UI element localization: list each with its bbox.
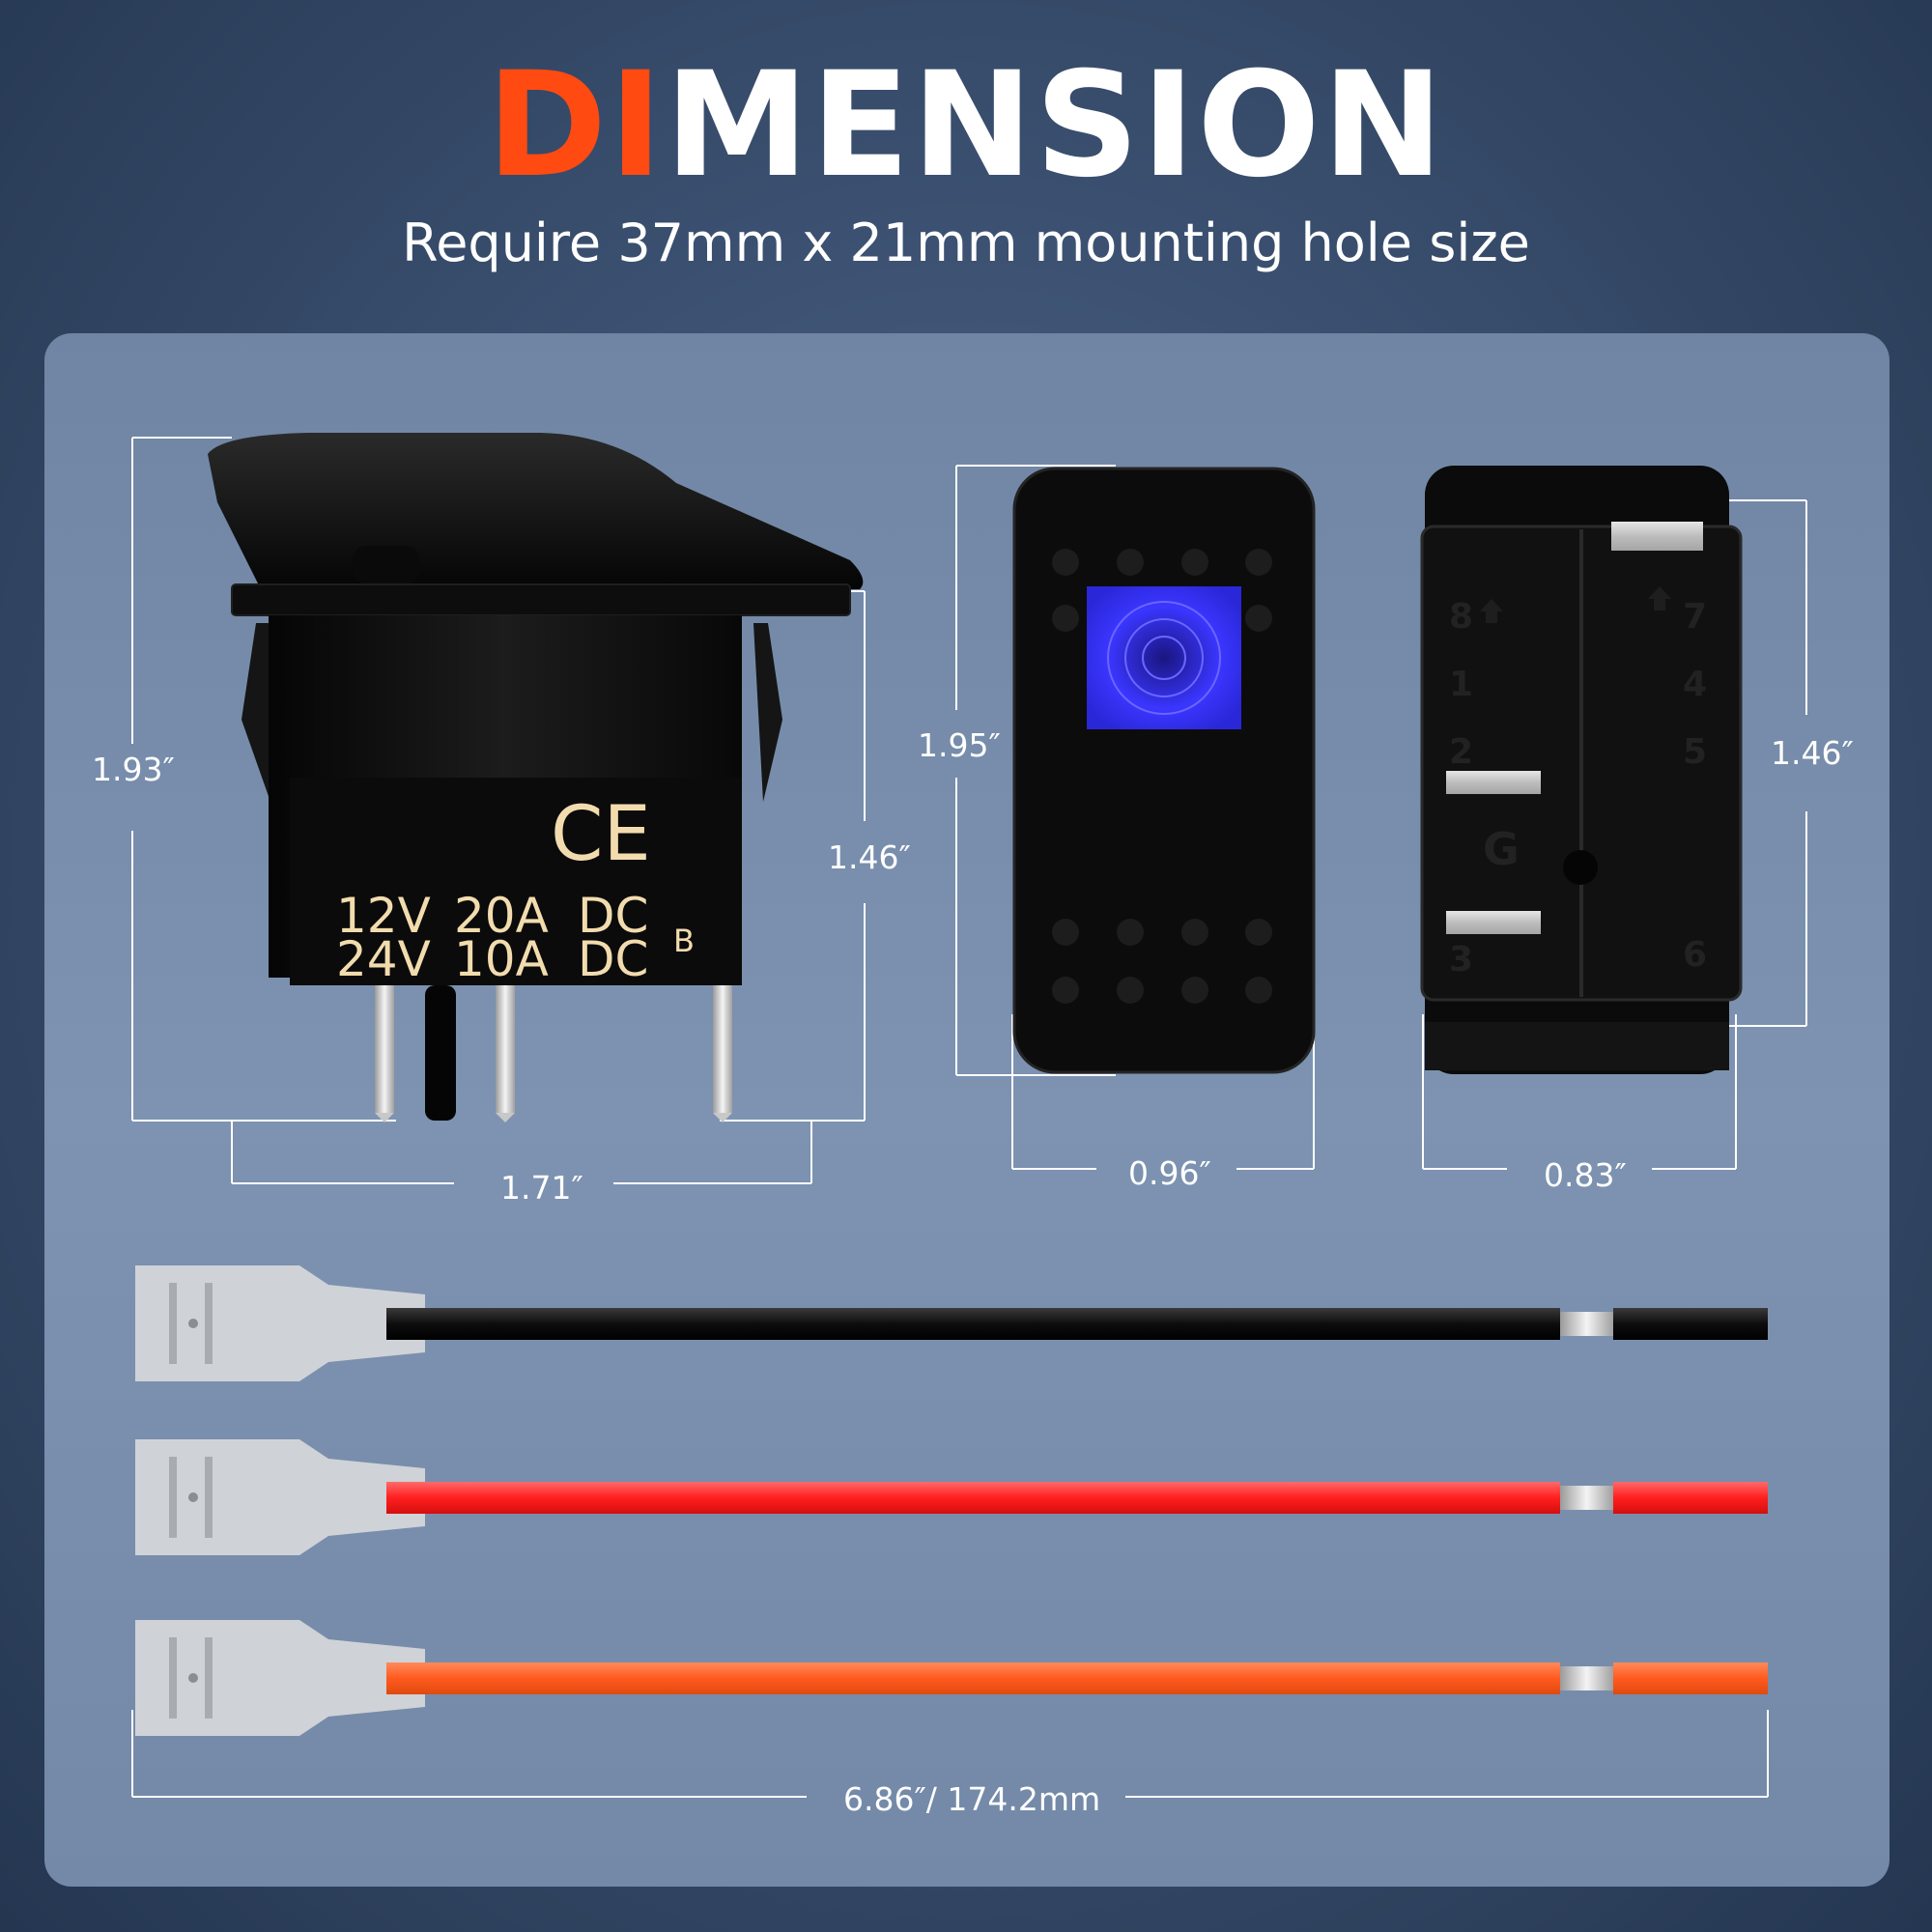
arrow-up-icon [1480, 599, 1503, 623]
wire-black-insulation [386, 1308, 1560, 1340]
dim-front-width: 0.96″ [1128, 1154, 1211, 1192]
front-dimension-lines [955, 465, 1315, 1170]
mounting-flange [231, 583, 851, 616]
wire-red [135, 1439, 1768, 1555]
back-terminal-2 [1446, 771, 1541, 794]
title-accent: DI [486, 42, 666, 210]
pin-number-4: 4 [1683, 665, 1707, 704]
rating-voltage-2: 24V [336, 931, 431, 987]
page-title: DIMENSION [0, 53, 1932, 198]
center-post [425, 985, 456, 1121]
wire-orange-end [1613, 1662, 1768, 1694]
wire-orange-strip [1560, 1666, 1613, 1690]
wire-orange [135, 1620, 1768, 1736]
rating-current-1: 20A [454, 888, 549, 944]
switch-side-view: CE 12V 20A DC 24V 10A DC B [131, 433, 866, 1184]
ce-mark: CE [551, 791, 651, 878]
wire-red-strip [1560, 1486, 1613, 1510]
rocker-cap [208, 433, 864, 589]
page-subtitle: Require 37mm x 21mm mounting hole size [402, 213, 1530, 273]
connector-orange [135, 1620, 425, 1736]
dim-back-height: 1.46″ [1771, 734, 1854, 772]
pin-number-3: 3 [1449, 940, 1473, 980]
rating-type-2: DC [578, 931, 648, 987]
rating-type-1: DC [578, 888, 648, 944]
connector-red [135, 1439, 425, 1555]
wire-orange-insulation [386, 1662, 1560, 1694]
led-indicator [1087, 586, 1241, 729]
pin-label-ground: G [1483, 823, 1520, 875]
wire-black [135, 1265, 1768, 1381]
switch-back-view: 8 1 2 G 3 7 4 5 6 [1420, 466, 1807, 1170]
dim-back-width: 0.83″ [1544, 1156, 1627, 1194]
pin-number-5: 5 [1683, 732, 1707, 772]
dim-front-height: 1.95″ [918, 726, 1001, 764]
back-terminal-3 [1446, 911, 1541, 934]
rating-voltage-1: 12V [336, 888, 431, 944]
dim-side-width: 1.71″ [500, 1169, 583, 1207]
back-terminal-7 [1611, 522, 1703, 551]
wire-dimension-lines [131, 1710, 1769, 1798]
pin-number-8: 8 [1449, 597, 1473, 637]
switch-front-view [955, 465, 1316, 1170]
wire-black-end [1613, 1308, 1768, 1340]
model-letter: B [673, 923, 695, 959]
rocker-pivot [353, 546, 420, 584]
right-clip [753, 623, 782, 802]
title-rest: MENSION [665, 42, 1446, 210]
terminal-pin-2 [496, 985, 515, 1113]
rating-current-2: 10A [454, 931, 549, 987]
dim-side-body-height: 1.46″ [828, 838, 911, 876]
pin-number-7: 7 [1683, 597, 1707, 637]
pin-number-2: 2 [1449, 732, 1473, 772]
wire-red-end [1613, 1482, 1768, 1514]
wire-black-strip [1560, 1312, 1613, 1336]
dim-wire-length: 6.86″/ 174.2mm [843, 1780, 1101, 1818]
arrow-up-icon [1648, 586, 1671, 611]
connector-black [135, 1265, 425, 1381]
top-dots [1052, 549, 1272, 632]
dim-side-height: 1.93″ [92, 751, 175, 788]
pin-number-1: 1 [1449, 665, 1473, 704]
wire-red-insulation [386, 1482, 1560, 1514]
pin-number-6: 6 [1683, 935, 1707, 975]
terminal-pin-1 [375, 985, 394, 1113]
label-plate [290, 778, 742, 985]
bottom-dots [1052, 919, 1272, 1004]
ground-hole [1563, 850, 1598, 885]
side-dimension-lines [131, 437, 866, 1184]
terminal-pin-3 [713, 985, 732, 1113]
